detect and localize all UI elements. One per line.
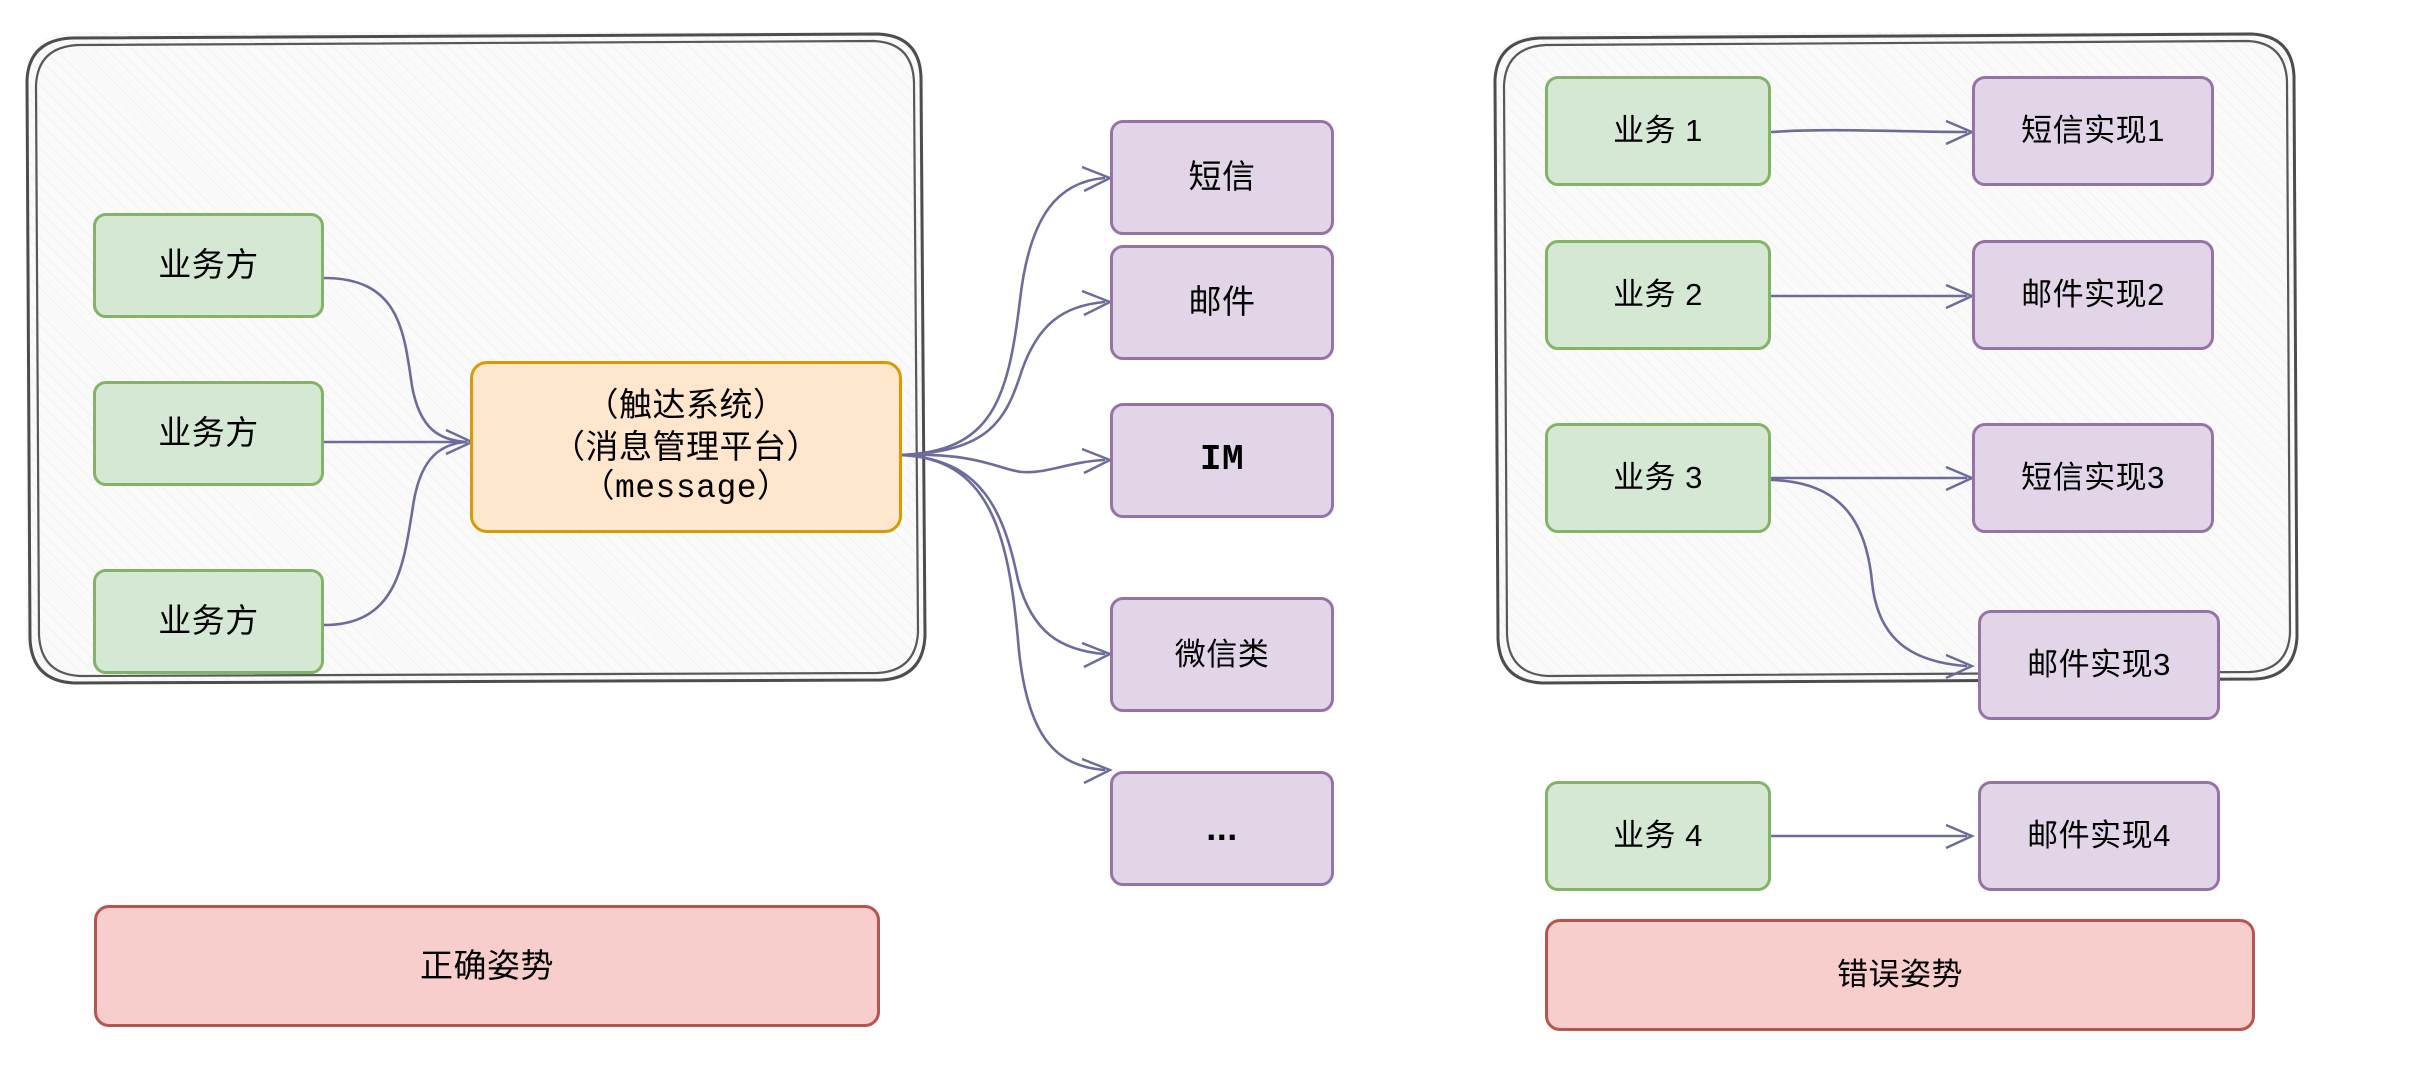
arrowhead-more: [1081, 757, 1113, 785]
arrowhead-wechat: [1081, 641, 1113, 669]
edge-hub-to-sms: [898, 176, 1106, 457]
channel-label: IM: [1199, 439, 1245, 481]
arrowhead-impl4: [1945, 823, 1975, 850]
implementation-box-email-4[interactable]: 邮件实现4: [1978, 781, 2220, 891]
left-banner-correct-posture[interactable]: 正确姿势: [94, 905, 880, 1027]
business-box-1[interactable]: 业务 1: [1545, 76, 1771, 186]
edge-hub-to-email: [898, 300, 1106, 457]
implementation-label: 短信实现3: [2021, 460, 2165, 496]
channel-box-wechat[interactable]: 微信类: [1110, 597, 1334, 712]
business-box-2[interactable]: 业务 2: [1545, 240, 1771, 350]
hub-line-1: （触达系统）: [585, 385, 787, 423]
producer-box-1[interactable]: 业务方: [93, 213, 324, 318]
producer-box-3[interactable]: 业务方: [93, 569, 324, 674]
arrowhead-im: [1081, 447, 1113, 475]
channel-label: 邮件: [1188, 283, 1256, 321]
right-banner-wrong-posture[interactable]: 错误姿势: [1545, 919, 2255, 1031]
implementation-label: 短信实现1: [2021, 113, 2165, 149]
edge-hub-to-im: [898, 453, 1106, 474]
edge-hub-to-wechat: [898, 453, 1106, 656]
hub-line-3: （message）: [581, 470, 791, 508]
implementation-label: 邮件实现4: [2027, 818, 2171, 854]
arrowhead-email: [1081, 289, 1113, 317]
channel-label: 短信: [1188, 158, 1256, 196]
implementation-box-sms-1[interactable]: 短信实现1: [1972, 76, 2214, 186]
producer-box-2[interactable]: 业务方: [93, 381, 324, 486]
banner-label: 错误姿势: [1837, 957, 1963, 993]
implementation-label: 邮件实现3: [2027, 647, 2171, 683]
implementation-box-sms-3[interactable]: 短信实现3: [1972, 423, 2214, 533]
channel-box-im[interactable]: IM: [1110, 403, 1334, 518]
producer-label: 业务方: [158, 246, 259, 284]
arrowhead-sms: [1081, 165, 1113, 193]
channel-label: 微信类: [1174, 636, 1270, 672]
channel-box-sms[interactable]: 短信: [1110, 120, 1334, 235]
business-label: 业务 3: [1613, 460, 1703, 496]
hub-line-2: （消息管理平台）: [552, 427, 820, 465]
message-hub-box[interactable]: （触达系统） （消息管理平台） （message）: [470, 361, 902, 533]
business-box-3[interactable]: 业务 3: [1545, 423, 1771, 533]
business-label: 业务 1: [1613, 113, 1703, 149]
producer-label: 业务方: [158, 414, 259, 452]
channel-box-email[interactable]: 邮件: [1110, 245, 1334, 360]
implementation-label: 邮件实现2: [2021, 277, 2165, 313]
implementation-box-email-2[interactable]: 邮件实现2: [1972, 240, 2214, 350]
channel-box-more[interactable]: ...: [1110, 771, 1334, 886]
producer-label: 业务方: [158, 602, 259, 640]
banner-label: 正确姿势: [420, 946, 554, 984]
channel-label: ...: [1206, 807, 1238, 849]
implementation-box-email-3[interactable]: 邮件实现3: [1978, 610, 2220, 720]
business-label: 业务 2: [1613, 277, 1703, 313]
edge-hub-to-more: [898, 453, 1106, 772]
business-label: 业务 4: [1613, 818, 1703, 854]
business-box-4[interactable]: 业务 4: [1545, 781, 1771, 891]
